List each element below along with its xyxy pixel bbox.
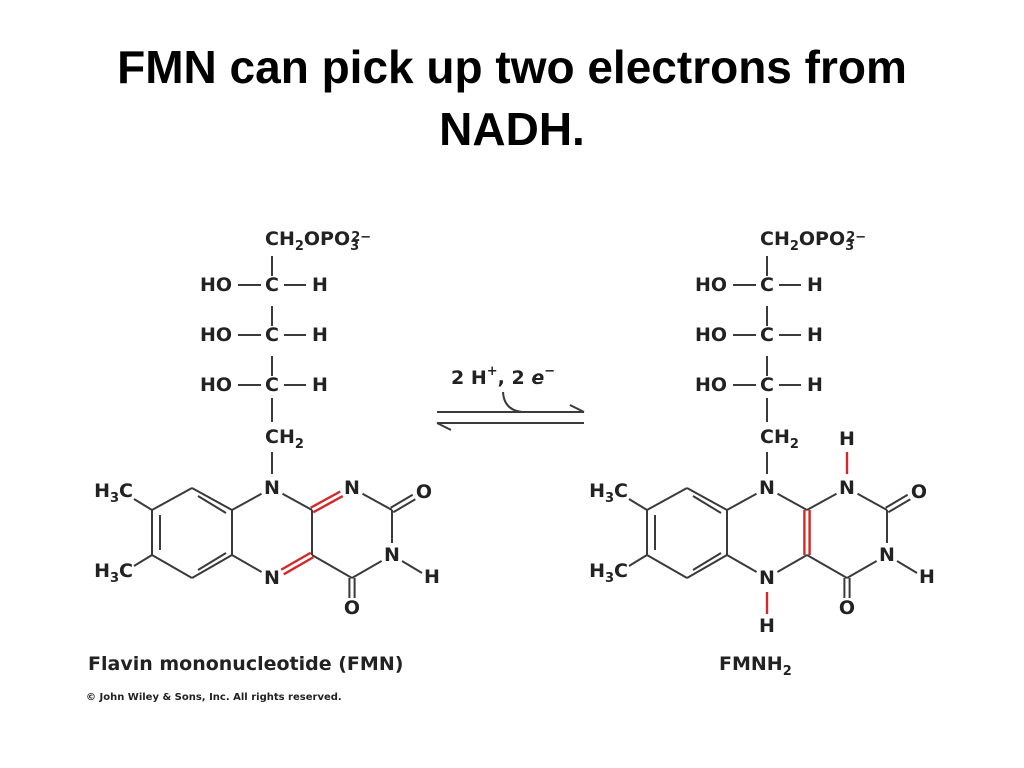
ring-nitrogen-label: N	[879, 544, 895, 566]
carbonyl-bond	[885, 493, 909, 509]
forward-arrow-head	[569, 404, 585, 413]
ring-bond	[151, 487, 193, 511]
ring-bond	[777, 492, 808, 511]
ring-bond	[282, 492, 313, 511]
ring-double-bond	[310, 490, 341, 509]
hydroxyl-label: HO	[200, 374, 232, 396]
added-hydrogen-label: H	[839, 428, 855, 450]
methyl-bond	[628, 498, 648, 511]
methylene-label: CH2	[760, 426, 799, 452]
ring-bond	[231, 492, 262, 511]
ribityl-carbon-label: C	[760, 274, 774, 296]
ring-nitrogen-label: N	[839, 477, 855, 499]
hydroxyl-label: HO	[695, 374, 727, 396]
carbonyl-oxygen-label: O	[839, 597, 855, 619]
ring-bond	[726, 554, 758, 573]
fmn-name-label: Flavin mononucleotide (FMN)	[88, 653, 403, 675]
hydrogen-label: H	[807, 274, 823, 296]
reverse-arrow-head	[436, 422, 452, 431]
ribityl-carbon-label: C	[760, 324, 774, 346]
ring-double-bond	[280, 551, 312, 571]
hydrogen-label: H	[312, 324, 328, 346]
fmn-structure: CH2OPO32− C HO H C HO H C HO H CH2O O H H3C H3C N N N N	[94, 228, 440, 619]
ring-bond	[646, 487, 688, 511]
fmnh2-structure: CH2OPO32− C HO H C HO H C HO H CH2O O H H3C H3C N N N N H H	[589, 228, 935, 637]
benzene-double-bond	[692, 552, 722, 571]
ring-bond	[726, 492, 757, 511]
ring-bond	[191, 487, 233, 511]
ring-nitrogen-label: N	[384, 544, 400, 566]
ring-bond	[857, 492, 888, 511]
ring-nitrogen-label: N	[264, 477, 280, 499]
ribityl-carbon-label: C	[265, 274, 279, 296]
ring-bond	[806, 492, 837, 511]
ring-bond	[362, 492, 393, 511]
n-h-bond	[401, 560, 423, 574]
fmnh2-name-label: FMNH2	[719, 653, 792, 679]
equilibrium-arrows: 2 H+, 2 e−	[436, 364, 585, 431]
ring-nitrogen-label: N	[759, 567, 775, 589]
reagent-curve	[502, 391, 523, 413]
slide-title: FMN can pick up two electrons from NADH.	[117, 41, 907, 155]
ring-bond	[311, 554, 353, 579]
reagent-label: 2 H+, 2 e−	[451, 364, 555, 389]
ring-bond	[646, 554, 688, 579]
hydroxyl-label: HO	[695, 324, 727, 346]
hydroxyl-label: HO	[200, 324, 232, 346]
ring-bond	[686, 487, 728, 511]
ring-bond	[151, 554, 193, 579]
phosphate-group-label: CH2OPO32−	[760, 228, 866, 254]
methyl-bond	[628, 554, 648, 567]
ribityl-carbon-label: C	[265, 374, 279, 396]
ring-bond	[806, 554, 848, 579]
ring-double-bond	[283, 556, 314, 576]
ring-bond	[351, 560, 383, 579]
carbonyl-oxygen-label: O	[911, 481, 927, 503]
methyl-label: H3C	[94, 560, 133, 586]
carbonyl-oxygen-label: O	[344, 597, 360, 619]
ribityl-carbon-label: C	[265, 324, 279, 346]
ring-bond	[776, 554, 808, 573]
imide-hydrogen-label: H	[424, 566, 440, 588]
methyl-bond	[133, 498, 153, 511]
phosphate-group-label: CH2OPO32−	[265, 228, 371, 254]
ribityl-carbon-label: C	[760, 374, 774, 396]
ring-bond	[686, 554, 728, 579]
carbonyl-oxygen-label: O	[416, 481, 432, 503]
ring-nitrogen-label: N	[759, 477, 775, 499]
ring-bond	[191, 554, 233, 579]
hydrogen-label: H	[312, 274, 328, 296]
benzene-double-bond	[197, 552, 227, 571]
ring-double-bond	[312, 495, 344, 514]
methyl-bond	[133, 554, 153, 567]
carbonyl-bond	[392, 498, 416, 514]
copyright-text: © John Wiley & Sons, Inc. All rights res…	[86, 692, 342, 703]
benzene-double-bond	[692, 495, 722, 514]
carbonyl-bond	[390, 493, 414, 509]
hydrogen-label: H	[312, 374, 328, 396]
ring-bond	[231, 554, 263, 573]
methylene-label: CH2	[265, 426, 304, 452]
n-h-bond	[896, 560, 918, 574]
methyl-label: H3C	[94, 480, 133, 506]
ring-nitrogen-label: N	[344, 477, 360, 499]
imide-hydrogen-label: H	[919, 566, 935, 588]
hydrogen-label: H	[807, 324, 823, 346]
added-hydrogen-label: H	[759, 615, 775, 637]
methyl-label: H3C	[589, 480, 628, 506]
hydrogen-label: H	[807, 374, 823, 396]
hydroxyl-label: HO	[695, 274, 727, 296]
benzene-double-bond	[197, 495, 227, 514]
ring-bond	[846, 560, 878, 579]
carbonyl-bond	[887, 498, 911, 514]
hydroxyl-label: HO	[200, 274, 232, 296]
methyl-label: H3C	[589, 560, 628, 586]
ring-nitrogen-label: N	[264, 567, 280, 589]
